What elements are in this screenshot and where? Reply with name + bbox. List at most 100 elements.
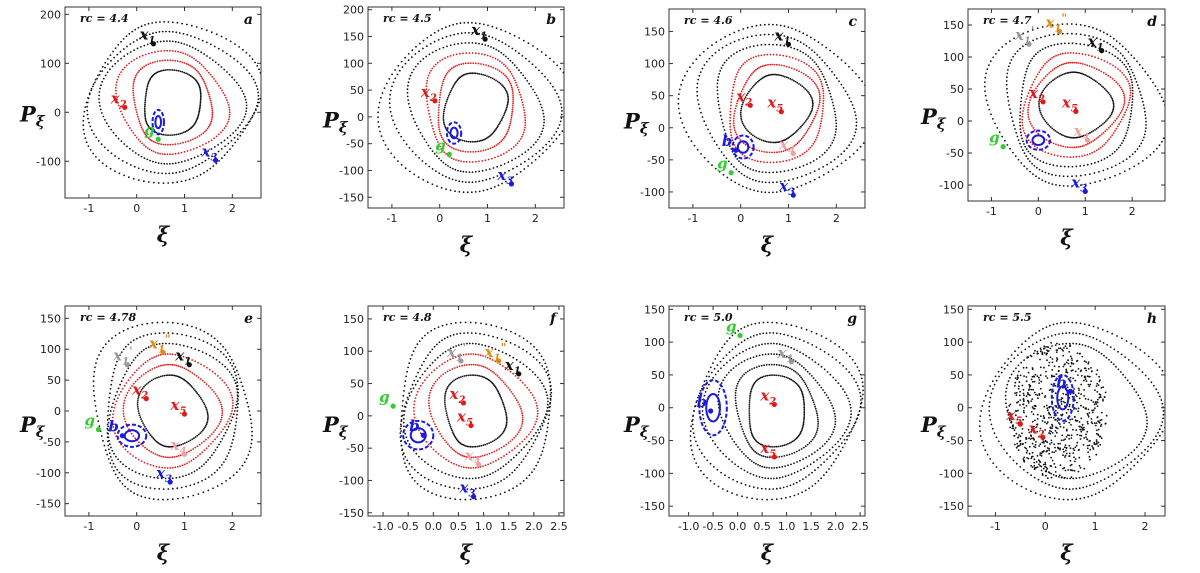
orbit-dot (245, 104, 248, 107)
orbit-dot (706, 47, 709, 50)
orbit-dot (792, 483, 795, 485)
orbit-dot (169, 467, 172, 469)
orbit-dot (494, 38, 497, 40)
orbit-dot (722, 452, 725, 455)
orbit-dot (1092, 36, 1094, 38)
orbit-dot (511, 449, 513, 452)
orbit-dot (476, 140, 479, 143)
orbit-dot (775, 43, 778, 46)
orbit-dot (153, 487, 156, 490)
orbit-dot (254, 108, 257, 111)
orbit-dot (1051, 24, 1054, 26)
orbit-dot (719, 111, 722, 114)
orbit-dot (1055, 77, 1057, 79)
orbit-dot (249, 414, 252, 417)
orbit-dot (226, 352, 229, 354)
orbit-dot (444, 74, 447, 77)
orbit-dot (1106, 168, 1109, 170)
orbit-dot (549, 402, 551, 405)
orbit-dot (761, 343, 763, 346)
orbit-dot (1131, 153, 1134, 156)
orbit-dot (700, 111, 702, 114)
orbit-dot (146, 136, 149, 139)
orbit-dot (523, 160, 526, 163)
orbit-dot (696, 90, 698, 93)
orbit-dot (458, 190, 461, 193)
orbit-dot (1020, 134, 1023, 137)
orbit-dot (720, 118, 723, 121)
orbit-dot (524, 455, 527, 457)
orbit-dot (533, 345, 535, 348)
orbit-dot (1053, 55, 1055, 58)
orbit-dot (205, 41, 208, 44)
orbit-dot (769, 161, 772, 164)
orbit-dot (1095, 149, 1098, 152)
orbit-dot (731, 92, 734, 95)
orbit-dot (861, 80, 863, 83)
orbit-dot (821, 115, 823, 117)
fixed-point-marker (1040, 99, 1046, 105)
orbit-dot (463, 364, 466, 367)
orbit-dot (523, 438, 526, 441)
orbit-dot (202, 132, 205, 135)
orbit-dot (408, 443, 411, 446)
orbit-dot (524, 119, 527, 122)
orbit-dot (485, 323, 488, 326)
orbit-dot (1145, 120, 1147, 123)
orbit-dot (144, 105, 146, 108)
x-tick-label: -1 (687, 212, 698, 225)
orbit-dot (805, 182, 807, 185)
orbit-dot (425, 357, 427, 360)
orbit-dot (1012, 55, 1014, 58)
orbit-dot (460, 354, 462, 357)
orbit-dot (485, 64, 487, 66)
orbit-dot (830, 464, 833, 467)
orbit-dot (1061, 52, 1064, 55)
orbit-dot (455, 345, 457, 347)
orbit-dot (456, 137, 459, 140)
orbit-dot (1114, 119, 1117, 122)
orbit-dot (538, 149, 541, 152)
orbit-dot (502, 401, 504, 404)
orbit-dot (536, 407, 539, 410)
orbit-dot (442, 352, 444, 355)
orbit-dot (224, 145, 227, 148)
orbit-dot (790, 147, 793, 149)
orbit-dot (167, 332, 170, 334)
orbit-dot (164, 59, 167, 62)
orbit-dot (814, 115, 816, 118)
orbit-dot (492, 472, 494, 474)
orbit-dot (442, 456, 445, 459)
orbit-dot (193, 470, 196, 473)
orbit-dot (223, 381, 226, 384)
orbit-dot (236, 138, 239, 141)
orbit-dot (511, 112, 513, 115)
orbit-dot (812, 80, 815, 83)
orbit-dot (1130, 112, 1132, 115)
orbit-dot (1006, 72, 1009, 75)
orbit-dot (408, 78, 411, 80)
orbit-dot (229, 422, 231, 425)
orbit-dot (113, 406, 116, 409)
orbit-dot (782, 160, 785, 163)
orbit-dot (145, 122, 148, 124)
orbit-dot (208, 368, 211, 371)
orbit-dot (821, 73, 824, 75)
orbit-dot (819, 97, 821, 100)
orbit-dot (785, 76, 788, 79)
orbit-dot (447, 349, 450, 351)
orbit-dot (429, 147, 432, 150)
orbit-dot (508, 474, 511, 476)
orbit-dot (388, 98, 391, 100)
orbit-dot (502, 465, 505, 468)
orbit-dot (1036, 37, 1038, 40)
fixed-point-marker (496, 358, 502, 364)
island-orbit (402, 420, 435, 451)
orbit-dot (1123, 74, 1125, 76)
orbit-dot (206, 169, 209, 172)
orbit-dot (872, 127, 874, 129)
orbit-dot (536, 418, 538, 420)
orbit-dot (146, 322, 149, 325)
orbit-dot (1022, 127, 1024, 129)
orbit-dot (507, 97, 509, 99)
